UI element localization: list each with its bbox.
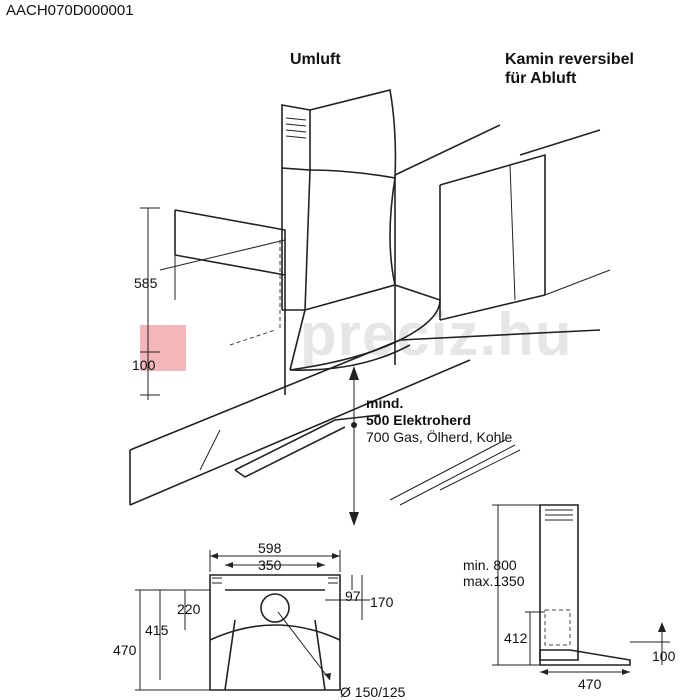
dim-min-800: min. 800 (463, 557, 517, 573)
dim-470-right: 470 (578, 676, 602, 692)
dim-585: 585 (134, 275, 158, 291)
kitchen-perspective (129, 124, 611, 506)
dim-220: 220 (177, 601, 201, 617)
dim-97: 97 (345, 588, 361, 604)
clearance-line1: mind. (366, 395, 404, 411)
dim-diameter: Ø 150/125 (340, 684, 406, 700)
dim-470-left: 470 (113, 642, 137, 658)
dim-598: 598 (258, 540, 282, 556)
clearance-line3: 700 Gas, Ölherd, Kohle (366, 429, 513, 445)
dim-max-1350: max.1350 (463, 573, 525, 589)
dim-100-left: 100 (132, 357, 156, 373)
dim-350: 350 (258, 557, 282, 573)
dim-left-vertical (140, 207, 160, 400)
header-umluft: Umluft (290, 51, 341, 68)
clearance-note: mind. 500 Elektroherd 700 Gas, Ölherd, K… (366, 395, 512, 446)
plan-view (135, 550, 370, 691)
dim-170: 170 (370, 594, 394, 610)
dim-100-right: 100 (652, 648, 676, 664)
header-kamin-line1: Kamin reversibel (505, 51, 634, 68)
clearance-arrow (349, 366, 359, 526)
chimney-hood (281, 89, 441, 371)
side-view (492, 504, 670, 675)
clearance-line2: 500 Elektroherd (366, 412, 472, 428)
document-code: AACH070D000001 (6, 2, 134, 19)
header-kamin-line2: für Abluft (505, 70, 577, 87)
dim-415: 415 (145, 622, 169, 638)
dim-412: 412 (504, 630, 528, 646)
